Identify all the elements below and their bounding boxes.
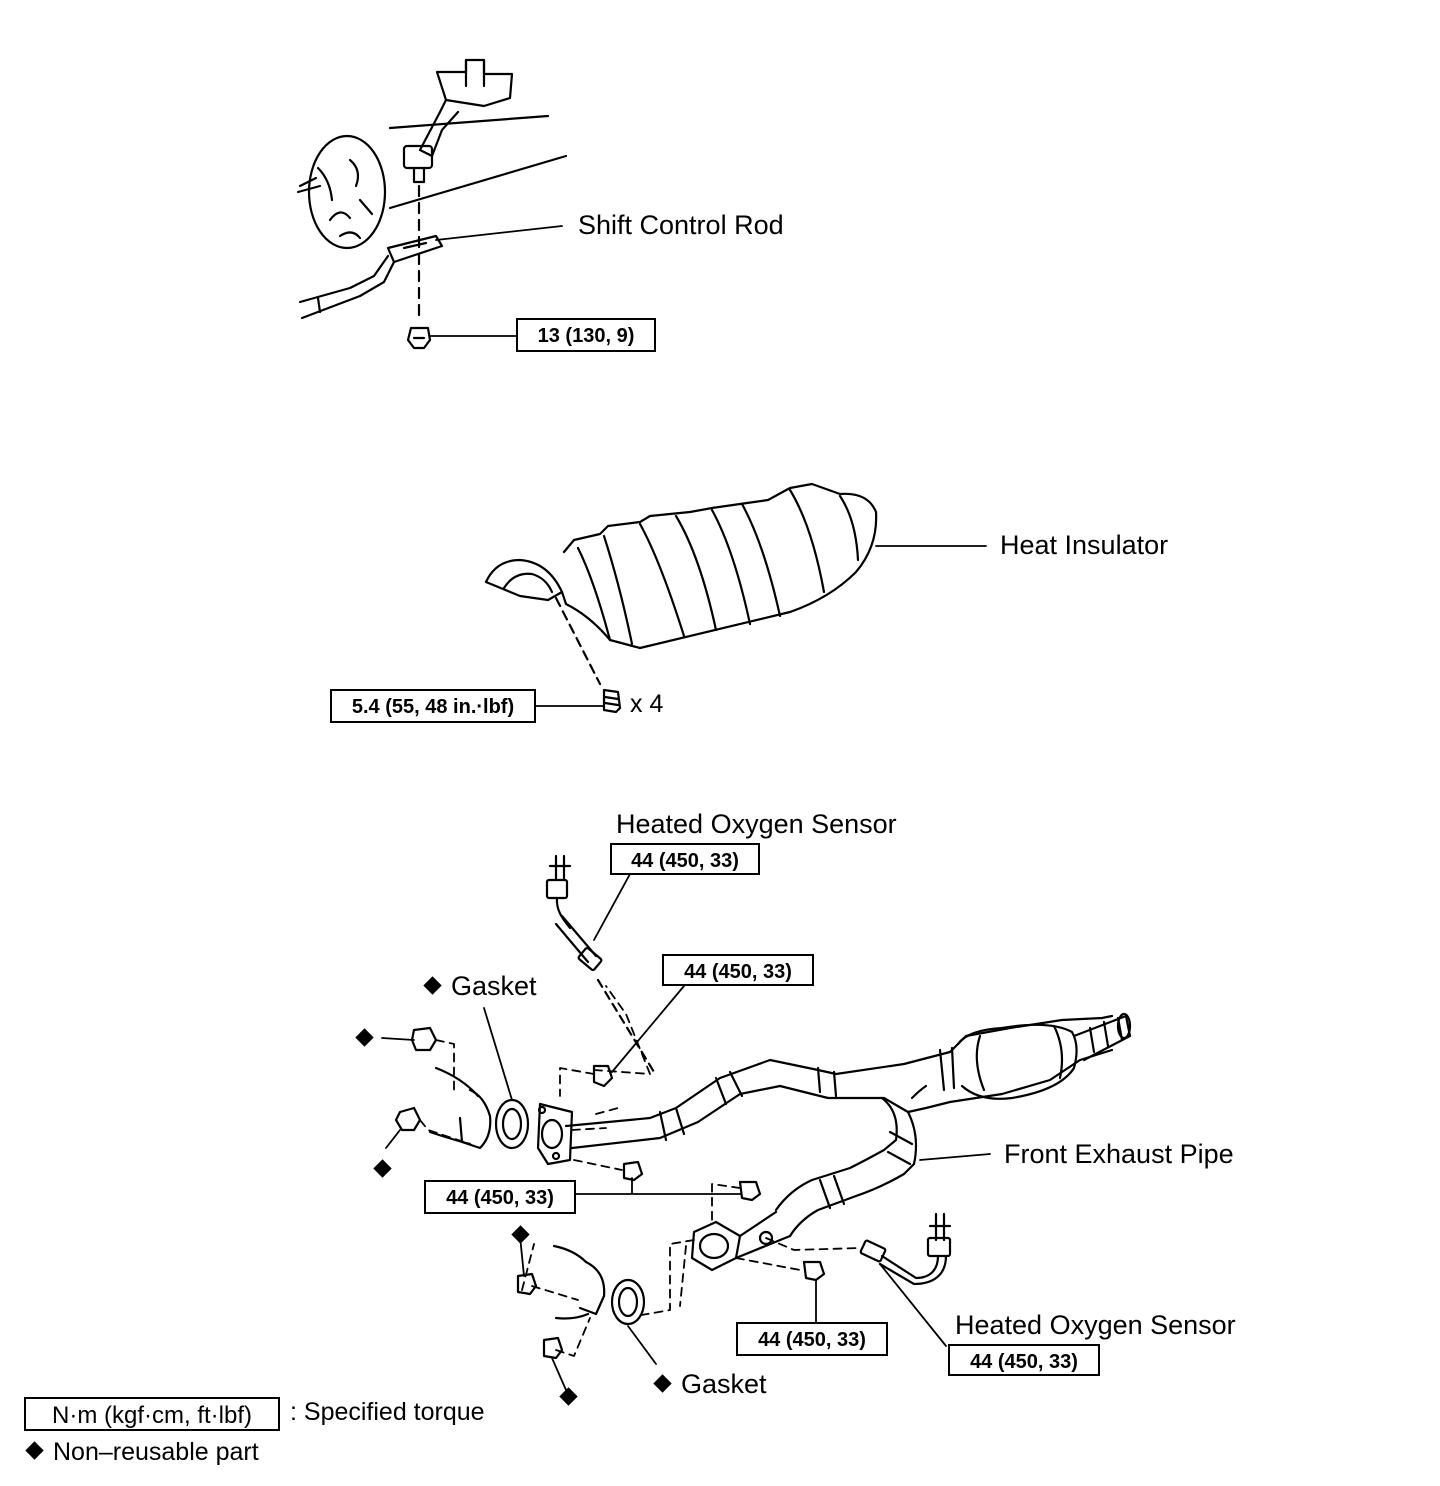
diamond-icon [653, 1374, 672, 1393]
label-heated-oxygen-sensor-upper: Heated Oxygen Sensor [616, 809, 897, 839]
leader-lines [381, 225, 991, 1391]
legend-nonreusable: Non–reusable part [25, 1440, 259, 1465]
torque-box-shift-rod: 13 (130, 9) [516, 318, 656, 352]
torque-box-flange-bolts: 44 (450, 33) [424, 1180, 576, 1214]
assembly-guide-lines [419, 985, 861, 1357]
fasteners [394, 1026, 826, 1360]
torque-box-oxygen-sensor-lower: 44 (450, 33) [948, 1344, 1100, 1376]
lower-oxygen-sensor-drawing [859, 1212, 952, 1286]
label-heat-insulator: Heat Insulator [1000, 530, 1169, 560]
torque-box-upper-bolt: 44 (450, 33) [662, 954, 814, 986]
torque-box-insulator: 5.4 (55, 48 in.·lbf) [330, 689, 536, 723]
label-gasket-upper: Gasket [423, 973, 537, 1000]
diamond-icon [423, 976, 442, 995]
label-front-exhaust-pipe: Front Exhaust Pipe [1004, 1139, 1234, 1169]
legend-torque-box: N·m (kgf·cm, ft·lbf) [24, 1397, 280, 1431]
upper-oxygen-sensor-drawing [545, 854, 656, 1074]
heat-insulator-drawing [484, 482, 878, 714]
torque-box-lower-bolt: 44 (450, 33) [736, 1322, 888, 1356]
shift-control-rod-assembly [296, 58, 568, 350]
label-bolt-quantity: x 4 [630, 690, 664, 718]
legend-torque-description: : Specified torque [290, 1398, 485, 1426]
diamond-icon [25, 1441, 44, 1460]
front-exhaust-pipe-drawing [428, 1012, 1132, 1326]
label-shift-control-rod: Shift Control Rod [578, 210, 784, 240]
torque-box-oxygen-sensor-upper: 44 (450, 33) [610, 843, 760, 875]
label-gasket-lower: Gasket [653, 1371, 767, 1398]
label-heated-oxygen-sensor-lower: Heated Oxygen Sensor [955, 1310, 1236, 1340]
